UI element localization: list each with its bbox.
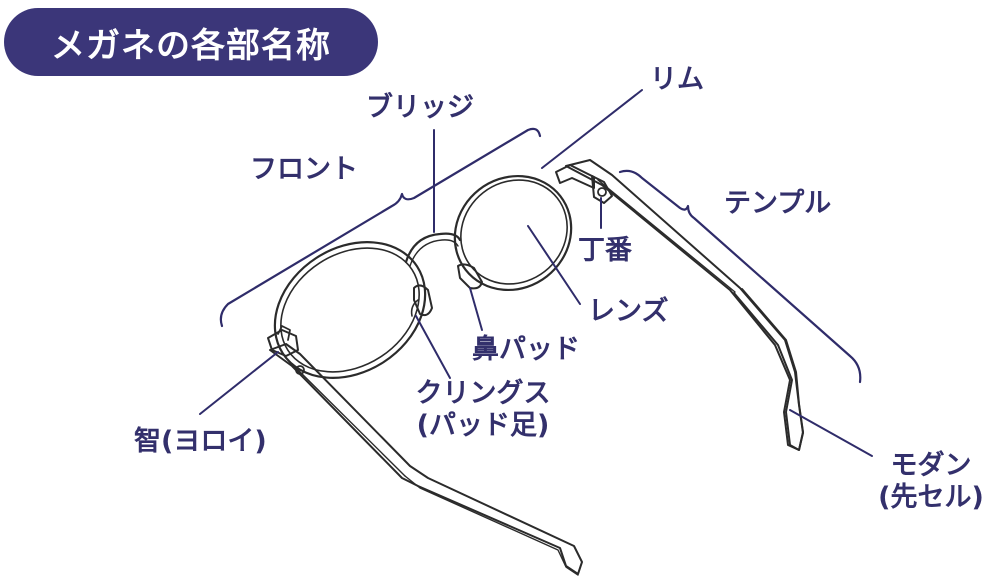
label-modern-line2: (先セル): [878, 482, 984, 513]
label-front: フロント: [250, 154, 358, 186]
right-temple-inner-line: [597, 179, 736, 293]
label-nose-pad: 鼻パッド: [472, 334, 580, 366]
leader-endpiece: [199, 351, 279, 415]
bridge-inner: [409, 239, 459, 267]
label-modern-line1: モダン: [890, 450, 972, 481]
label-bridge: ブリッジ: [366, 92, 474, 124]
label-nose-pad-text: 鼻パッド: [472, 334, 580, 365]
right-hinge-screw: [597, 187, 607, 197]
label-temple-text: テンプル: [724, 188, 832, 219]
left-temple: [269, 343, 583, 575]
left-hinge-post: [277, 325, 291, 341]
label-lens-text: レンズ: [588, 296, 669, 327]
label-front-text: フロント: [250, 154, 358, 185]
left-nose-pad: [413, 284, 433, 317]
page-title: メガネの各部名称: [51, 25, 331, 66]
label-clings-line2: (パッド足): [416, 410, 550, 441]
label-bridge-text: ブリッジ: [366, 92, 474, 123]
label-hinge: 丁番: [578, 235, 632, 267]
bridge: [404, 232, 462, 264]
right-hinge: [591, 175, 613, 204]
label-endpiece-text: 智(ヨロイ): [134, 426, 267, 457]
right-rim-outer: [453, 174, 573, 292]
left-modern-tip: [404, 475, 579, 576]
right-endpiece: [555, 164, 595, 189]
right-nose-pad: [457, 263, 483, 290]
leader-modern: [789, 409, 873, 457]
title-banner: メガネの各部名称: [4, 8, 378, 76]
leader-rim: [541, 89, 643, 169]
left-temple-inner-line: [289, 361, 406, 477]
label-clings: クリングス (パッド足): [408, 378, 558, 442]
label-hinge-text: 丁番: [578, 235, 632, 266]
temple-brace: [618, 169, 862, 384]
label-rim-text: リム: [650, 64, 704, 95]
label-lens: レンズ: [588, 296, 668, 328]
front-brace: [219, 127, 542, 328]
label-clings-line1: クリングス: [415, 378, 551, 409]
label-endpiece: 智(ヨロイ): [134, 426, 267, 458]
left-rim-outer: [273, 241, 427, 379]
left-clings-arm: [410, 299, 419, 317]
label-modern: モダン (先セル): [866, 450, 996, 514]
left-rim-inner: [280, 247, 420, 373]
leader-nose-pad: [469, 287, 483, 331]
label-temple: テンプル: [724, 188, 831, 220]
right-modern-tip: [733, 288, 804, 451]
label-rim: リム: [650, 64, 704, 96]
leader-lens: [527, 225, 581, 305]
leader-clings: [415, 315, 451, 379]
